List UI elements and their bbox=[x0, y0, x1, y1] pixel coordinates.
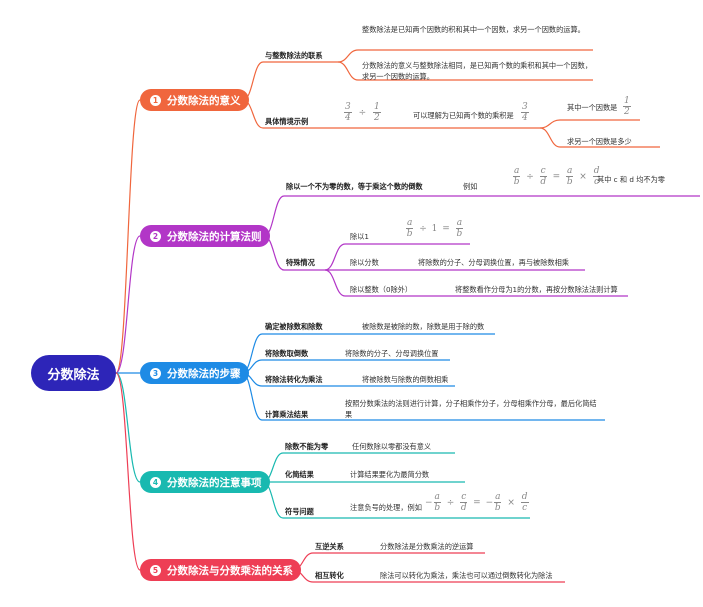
b4-note-3[interactable]: 符号问题 bbox=[285, 507, 314, 516]
b4-note-2[interactable]: 化简结果 bbox=[285, 470, 314, 479]
b4-note-2-text: 计算结果要化为最简分数 bbox=[350, 470, 430, 479]
b2-special-3[interactable]: 除以整数（0除外） bbox=[350, 285, 413, 294]
b2-topic-special[interactable]: 特殊情况 bbox=[286, 258, 315, 267]
b3-step-3[interactable]: 将除法转化为乘法 bbox=[265, 375, 323, 384]
b1-relation-text-1: 整数除法是已知两个因数的积和其中一个因数，求另一个因数的运算。 bbox=[362, 25, 585, 34]
branch-2-badge: 2 bbox=[150, 230, 161, 242]
b3-step-2-text: 将除数的分子、分母调换位置 bbox=[345, 349, 439, 358]
branch-2-label: 分数除法的计算法则 bbox=[167, 230, 262, 243]
b3-step-4[interactable]: 计算乘法结果 bbox=[265, 410, 309, 419]
b2-rule-eg: 例如 bbox=[463, 182, 478, 191]
branch-1-label: 分数除法的意义 bbox=[167, 94, 241, 107]
b5-relation-2-text: 除法可以转化为乘法，乘法也可以通过倒数转化为除法 bbox=[380, 571, 553, 580]
b5-relation-2[interactable]: 相互转化 bbox=[315, 571, 344, 580]
branch-3-badge: 3 bbox=[150, 367, 161, 379]
b2-special-2-text: 将除数的分子、分母调换位置，再与被除数相乘 bbox=[418, 258, 569, 267]
b1-topic-example[interactable]: 具体情境示例 bbox=[265, 117, 309, 126]
b2-special-2[interactable]: 除以分数 bbox=[350, 258, 379, 267]
branch-3-node[interactable]: 3 分数除法的步骤 bbox=[140, 362, 249, 384]
b3-step-2[interactable]: 将除数取倒数 bbox=[265, 349, 309, 358]
branch-1-node[interactable]: 1 分数除法的意义 bbox=[140, 89, 249, 111]
b2-special-1[interactable]: 除以1 bbox=[350, 232, 369, 241]
b4-note-3-text: 注意负号的处理，例如 bbox=[350, 503, 422, 512]
b3-step-1[interactable]: 确定被除数和除数 bbox=[265, 322, 323, 331]
branch-1-badge: 1 bbox=[150, 94, 161, 106]
b2-topic-rule[interactable]: 除以一个不为零的数，等于乘这个数的倒数 bbox=[286, 182, 423, 191]
branch-4-badge: 4 bbox=[150, 476, 161, 488]
b2-rule-note: 其中 c 和 d 均不为零 bbox=[597, 175, 665, 184]
root-node[interactable]: 分数除法 bbox=[31, 355, 116, 391]
b3-step-1-text: 被除数是被除的数，除数是用于除的数 bbox=[362, 322, 485, 331]
b3-step-4-text: 按照分数乘法的法则进行计算，分子相乘作分子，分母相乘作分母，最后化简结果 bbox=[345, 399, 597, 419]
b2-special-3-text: 将整数看作分母为1的分数，再按分数除法法则计算 bbox=[455, 285, 618, 294]
b4-note-1[interactable]: 除数不能为零 bbox=[285, 442, 329, 451]
b3-step-3-text: 将被除数与除数的倒数相乘 bbox=[362, 375, 449, 384]
branch-3-label: 分数除法的步骤 bbox=[167, 367, 241, 380]
branch-5-node[interactable]: 5 分数除法与分数乘法的关系 bbox=[140, 559, 301, 581]
branch-2-node[interactable]: 2 分数除法的计算法则 bbox=[140, 225, 270, 247]
b1-example-text: 可以理解为已知两个数的乘积是 bbox=[413, 111, 514, 120]
b4-note-1-text: 任何数除以零都没有意义 bbox=[352, 442, 432, 451]
b1-topic-relation[interactable]: 与整数除法的联系 bbox=[265, 51, 323, 60]
b1-example-given-2: 求另一个因数是多少 bbox=[567, 137, 632, 146]
branch-4-node[interactable]: 4 分数除法的注意事项 bbox=[140, 471, 270, 493]
branch-5-badge: 5 bbox=[150, 564, 161, 576]
b1-relation-text-2: 分数除法的意义与整数除法相同，是已知两个数的乘积和其中一个因数，求另一个因数的运… bbox=[362, 61, 593, 81]
b5-relation-1-text: 分数除法是分数乘法的逆运算 bbox=[380, 542, 474, 551]
b5-relation-1[interactable]: 互逆关系 bbox=[315, 542, 344, 551]
branch-5-label: 分数除法与分数乘法的关系 bbox=[167, 564, 293, 577]
branch-4-label: 分数除法的注意事项 bbox=[167, 476, 262, 489]
b1-example-given-1: 其中一个因数是 bbox=[567, 103, 618, 112]
